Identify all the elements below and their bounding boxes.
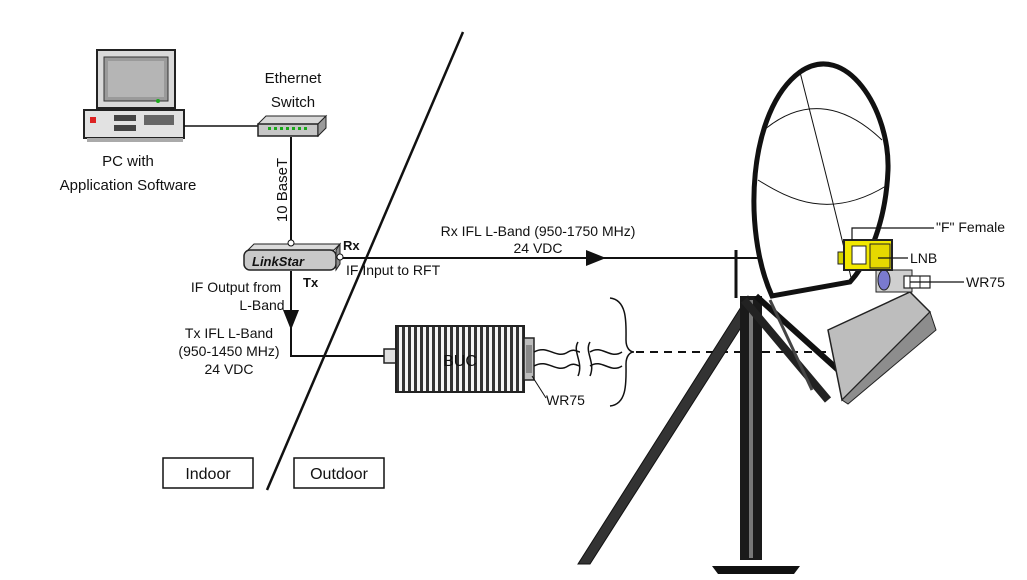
- tx-ifl-label-line3: 24 VDC: [204, 361, 253, 377]
- outdoor-label: Outdoor: [310, 466, 368, 483]
- wr75-buc-leader: [531, 375, 547, 399]
- waveguide-break: [533, 341, 623, 377]
- outdoor-box: [293, 457, 385, 489]
- wr75-feed-label: WR75: [966, 274, 1005, 290]
- ethernet-switch-label-line1: Ethernet: [265, 70, 323, 87]
- lnb-label: LNB: [910, 250, 937, 266]
- computer-icon: [83, 49, 185, 142]
- lnb-icon: [837, 239, 893, 271]
- 10baset-label: 10 BaseT: [274, 158, 291, 222]
- tx-ifl-label-line1: Tx IFL L-Band: [185, 325, 273, 341]
- rx-ifl-label-line1: Rx IFL L-Band (950-1750 MHz): [441, 223, 636, 239]
- indoor-label: Indoor: [185, 466, 231, 483]
- if-input-label: IF Input to RFT: [346, 262, 441, 278]
- wr75-buc-label: WR75: [546, 392, 585, 408]
- rx-ifl-label-line2: 24 VDC: [513, 240, 562, 256]
- ethernet-switch-label-line2: Switch: [271, 94, 315, 111]
- indoor-box: [162, 457, 254, 489]
- buc-label: BUC: [443, 353, 477, 370]
- tx-ifl-cable: [290, 271, 392, 357]
- satellite-dish-icon: [577, 61, 937, 574]
- pc-label-line2: Application Software: [60, 177, 197, 194]
- f-female-label: "F" Female: [936, 219, 1005, 235]
- if-output-label-line1: IF Output from: [191, 279, 281, 295]
- ethernet-switch-icon: [256, 114, 328, 138]
- tx-ifl-label-line2: (950-1450 MHz): [178, 343, 279, 359]
- linkstar-modem-icon: [243, 239, 344, 272]
- f-female-leader: [851, 227, 934, 240]
- indoor-outdoor-divider: [265, 31, 465, 491]
- if-output-label-line2: L-Band: [239, 297, 284, 313]
- tx-port-label: Tx: [303, 275, 319, 290]
- pc-label-line1: PC with: [102, 153, 154, 170]
- rx-port-label: Rx: [343, 238, 360, 253]
- waveguide-brace: [609, 297, 635, 407]
- linkstar-label: LinkStar: [252, 254, 305, 269]
- buc-icon: [383, 325, 535, 393]
